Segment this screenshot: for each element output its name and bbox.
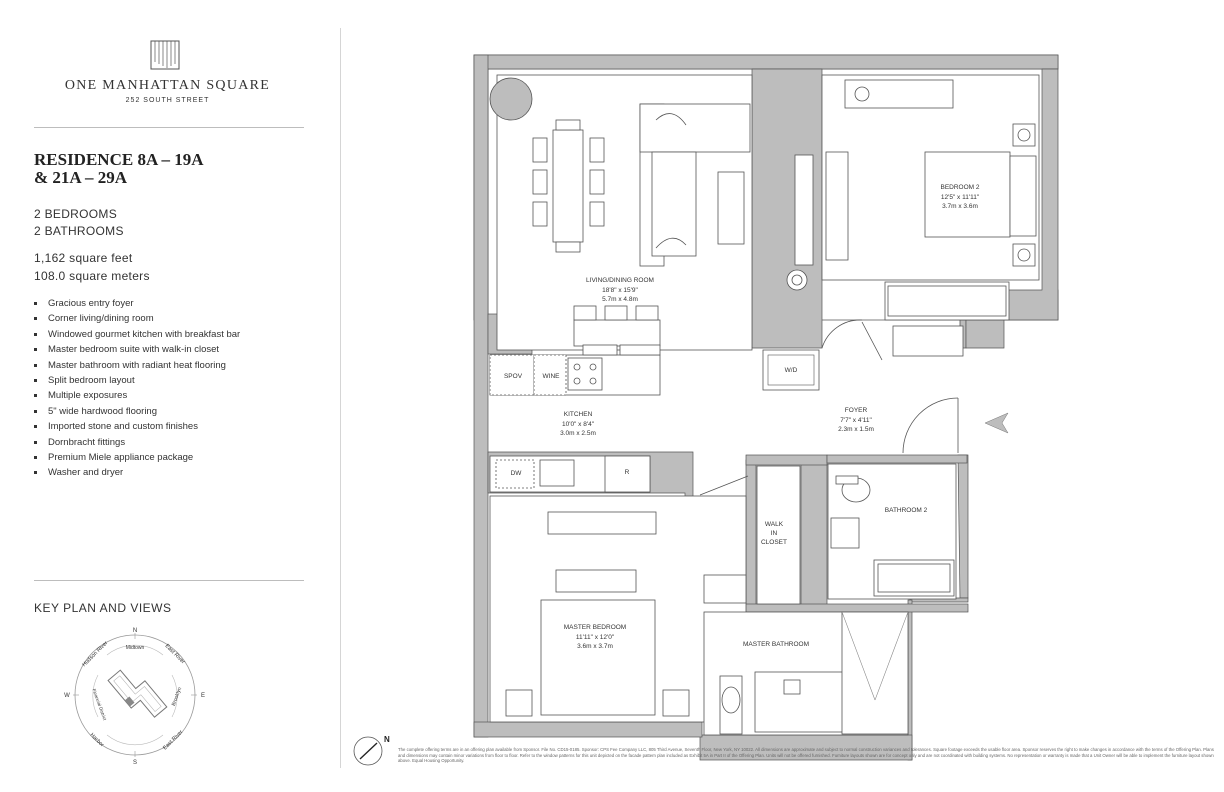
wall-left (473, 54, 489, 738)
room-bedroom2-metric: 3.7m x 3.6m (942, 203, 978, 210)
room-kitchen-metric: 3.0m x 2.5m (560, 430, 596, 437)
kitchen-counter (489, 344, 661, 396)
building-shape-icon (107, 669, 168, 718)
north-arrow-icon: N (353, 735, 390, 766)
key-plan-compass: N S W E Hudson River Midtown East River … (64, 628, 205, 765)
feature-item: 5" wide hardwood flooring (34, 404, 240, 419)
appliance-dw: DW (511, 470, 523, 477)
legal-disclaimer: The complete offering terms are in an of… (398, 747, 1214, 764)
appliance-wine: WINE (543, 373, 561, 380)
room-closet-line2: IN (771, 530, 778, 537)
doors (699, 319, 959, 496)
feature-item: Washer and dryer (34, 465, 240, 480)
view-east-river-top: East River (164, 643, 186, 665)
sidebar: ONE MANHATTAN SQUARE 252 SOUTH STREET RE… (0, 0, 340, 792)
view-east-river-bottom: East River (162, 729, 184, 751)
wall-closet-top (745, 454, 828, 466)
appliance-r: R (625, 469, 630, 476)
room-closet-line1: WALK (765, 521, 784, 528)
feature-item: Corner living/dining room (34, 311, 240, 326)
compass-south: S (133, 760, 137, 765)
wall-closet-right (800, 459, 828, 611)
room-foyer-metric: 2.3m x 1.5m (838, 426, 874, 433)
room-foyer-imperial: 7'7" x 4'11" (840, 417, 872, 424)
view-hudson-river: Hudson River (81, 640, 109, 668)
brand-logo-icon (150, 40, 180, 70)
north-label: N (384, 735, 390, 744)
room-master-bedroom-metric: 3.6m x 3.7m (577, 643, 613, 650)
room-foyer-name: FOYER (845, 407, 868, 414)
residence-title: RESIDENCE 8A – 19A & 21A – 29A (34, 151, 324, 187)
kitchen-island-icon (573, 305, 661, 347)
room-living-metric: 5.7m x 4.8m (602, 296, 638, 303)
brand-address: 252 SOUTH STREET (125, 97, 210, 104)
feature-item: Split bedroom layout (34, 373, 240, 388)
wall-right-lower (957, 454, 969, 599)
room-master-bedroom-name: MASTER BEDROOM (564, 624, 626, 631)
column-round-icon (489, 77, 533, 121)
room-closet-line3: CLOSET (761, 539, 787, 546)
bathroom-count: 2 BATHROOMS (34, 224, 124, 238)
compass-north: N (133, 628, 137, 634)
room-master-bedroom-imperial: 11'11" x 12'0" (576, 634, 615, 641)
feature-item: Dornbracht fittings (34, 435, 240, 450)
room-bathroom2-name: BATHROOM 2 (885, 507, 928, 514)
vertical-divider (340, 28, 341, 768)
appliance-wd: W/D (785, 367, 798, 374)
feature-item: Multiple exposures (34, 388, 240, 403)
feature-item: Gracious entry foyer (34, 296, 240, 311)
wall-bath-top (826, 454, 968, 464)
feature-item: Windowed gourmet kitchen with breakfast … (34, 327, 240, 342)
feature-item: Premium Miele appliance package (34, 450, 240, 465)
master-bedroom-furniture (505, 511, 747, 717)
residence-title-line1: RESIDENCE 8A – 19A (34, 150, 204, 169)
appliance-spov: SPOV (504, 373, 523, 380)
sofa-icon (639, 103, 814, 291)
bedroom2-furniture (825, 79, 1037, 357)
feature-item: Master bedroom suite with walk-in closet (34, 342, 240, 357)
room-kitchen-imperial: 10'0" x 8'4" (562, 421, 595, 428)
view-harbor: Harbor (89, 732, 105, 748)
room-master-bathroom-name: MASTER BATHROOM (743, 641, 809, 648)
wall-closet-left (745, 459, 757, 611)
feature-item: Master bathroom with radiant heat floori… (34, 358, 240, 373)
wall-bottom-left (473, 721, 703, 738)
room-living-imperial: 18'8" x 15'9" (602, 287, 638, 294)
room-bedroom2-imperial: 12'5" x 11'11" (941, 194, 980, 201)
bathroom2-fixtures (830, 475, 955, 597)
walk-in-closet-area (756, 465, 801, 605)
master-bathroom-fixtures (719, 611, 909, 735)
key-plan-title: KEY PLAN AND VIEWS (34, 601, 172, 615)
room-bedroom2-name: BEDROOM 2 (940, 184, 979, 191)
kitchen-lower-counter (489, 455, 651, 493)
wall-top (473, 54, 1059, 70)
compass-east: E (201, 693, 205, 699)
dining-table-icon (532, 119, 605, 253)
divider (34, 580, 304, 581)
square-meters: 108.0 square meters (34, 269, 150, 283)
floor-plan: LIVING/DINING ROOM 18'8" x 15'9" 5.7m x … (473, 54, 1059, 761)
feature-item: Imported stone and custom finishes (34, 419, 240, 434)
room-kitchen-name: KITCHEN (564, 411, 593, 418)
residence-title-line2: & 21A – 29A (34, 168, 128, 187)
compass-west: W (64, 693, 70, 699)
washer-dryer-icon (762, 349, 820, 391)
view-midtown: Midtown (126, 645, 145, 651)
room-living-name: LIVING/DINING ROOM (586, 277, 654, 284)
features-list: Gracious entry foyer Corner living/dinin… (34, 296, 240, 481)
entry-arrow-icon (984, 412, 1009, 434)
square-feet: 1,162 square feet (34, 251, 133, 265)
view-brooklyn: Brooklyn (171, 686, 183, 707)
brand-name: ONE MANHATTAN SQUARE (64, 78, 271, 93)
divider (34, 127, 304, 128)
bedroom-count: 2 BEDROOMS (34, 207, 118, 221)
